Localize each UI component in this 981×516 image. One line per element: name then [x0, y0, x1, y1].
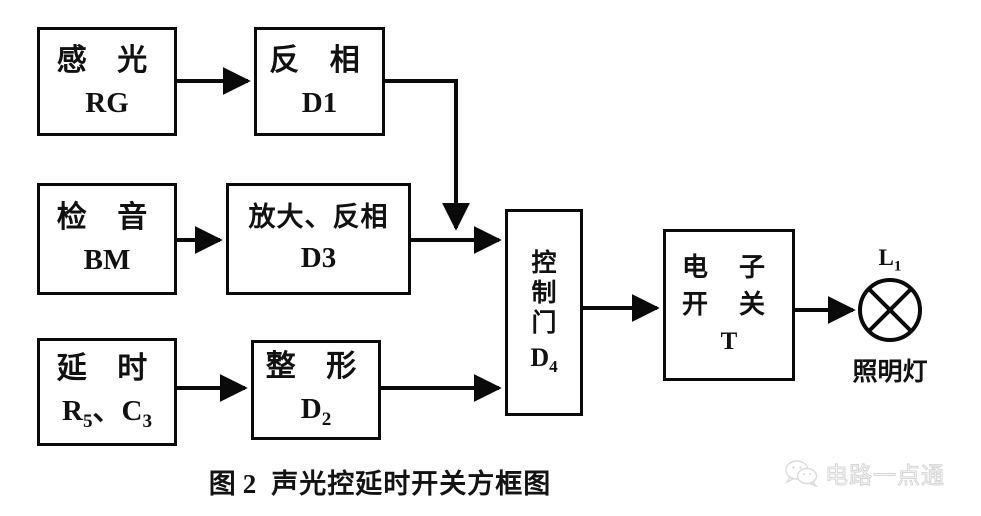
- wire-d1-to-gate: [385, 79, 470, 231]
- inverter-block-line1: 反 相: [269, 42, 370, 78]
- shaping-block-d: D: [300, 392, 322, 425]
- lamp-designator-sub: 1: [893, 257, 902, 275]
- electronic-switch-line2: 开 关: [681, 289, 777, 320]
- control-gate-char-2: 制: [531, 277, 557, 307]
- wechat-icon: [785, 460, 818, 487]
- control-gate-char-3: 门: [531, 307, 557, 337]
- lamp-designator-letter: L: [878, 245, 894, 270]
- figure-caption-text: 声光控延时开关方框图: [271, 469, 552, 500]
- control-gate-label: D4: [530, 343, 557, 376]
- lamp-designator: L1: [857, 245, 923, 276]
- figure-caption-number: 2: [242, 469, 258, 499]
- lamp-cross-circle-icon: [858, 278, 922, 342]
- amplifier-inverter-block-line1: 放大、反相: [248, 202, 389, 234]
- watermark-text: 电路一点通: [825, 463, 945, 490]
- delay-block-sep: 、C: [92, 394, 143, 427]
- photosensor-block-line1: 感 光: [56, 42, 158, 78]
- control-gate-char-1: 控: [531, 247, 557, 277]
- sound-detector-block[interactable]: 检 音 BM: [37, 183, 177, 295]
- shaping-block-label: D2: [301, 393, 332, 430]
- control-gate-d-sub: 4: [549, 356, 558, 376]
- shaping-block-line1: 整 形: [265, 349, 367, 385]
- amplifier-inverter-block-label: D3: [300, 242, 337, 275]
- lamp-caption: 照明灯: [852, 357, 928, 386]
- delay-block-r: R: [61, 394, 83, 427]
- photosensor-block-label: RG: [85, 86, 129, 119]
- shaping-block-d-sub: 2: [321, 408, 332, 430]
- delay-block-line1: 延 时: [56, 351, 158, 387]
- electronic-switch-block[interactable]: 电 子 开 关 T: [663, 229, 795, 381]
- control-gate-block[interactable]: 控 制 门 D4: [505, 209, 583, 416]
- figure-caption-prefix: 图: [208, 469, 237, 500]
- amplifier-inverter-block[interactable]: 放大、反相 D3: [226, 183, 411, 295]
- electronic-switch-label: T: [720, 327, 738, 355]
- sound-detector-block-line1: 检 音: [56, 200, 158, 236]
- delay-block[interactable]: 延 时 R5、C3: [37, 338, 177, 446]
- shaping-block[interactable]: 整 形 D2: [251, 340, 381, 440]
- electronic-switch-line1: 电 子: [681, 253, 777, 284]
- photosensor-block[interactable]: 感 光 RG: [37, 27, 177, 136]
- control-gate-d: D: [530, 342, 550, 372]
- watermark: 电路一点通: [784, 456, 945, 490]
- inverter-block[interactable]: 反 相 D1: [254, 27, 385, 136]
- sound-detector-block-label: BM: [83, 244, 131, 277]
- delay-block-c-sub: 3: [142, 410, 153, 432]
- inverter-block-label: D1: [301, 86, 338, 119]
- delay-block-label: R5、C3: [62, 395, 152, 432]
- delay-block-r-sub: 5: [82, 410, 93, 432]
